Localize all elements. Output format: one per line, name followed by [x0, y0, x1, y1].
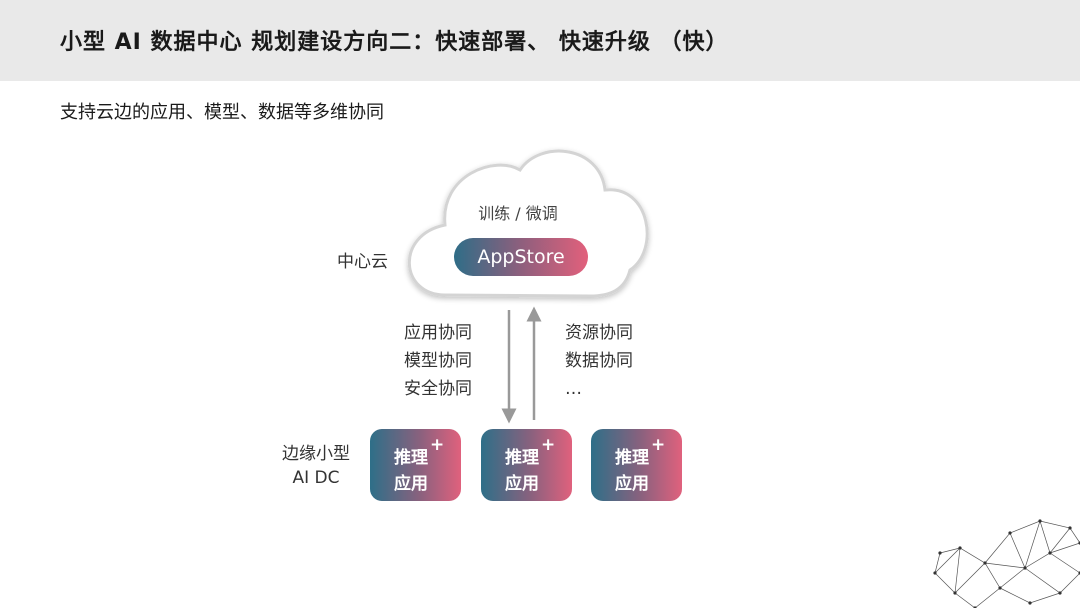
sync-item: 数据协同	[565, 351, 633, 371]
sync-item: 模型协同	[404, 351, 472, 371]
node-plus: +	[430, 435, 445, 455]
network-mesh-decoration	[933, 519, 1080, 608]
edge-node: 推理 + 应用	[481, 429, 572, 501]
page-title: 小型 AI 数据中心 规划建设方向二：快速部署、 快速升级 （快）	[60, 30, 729, 55]
edge-label-line1: 边缘小型	[282, 444, 350, 464]
cloud-label: 中心云	[337, 252, 388, 272]
sync-left-list: 应用协同 模型协同 安全协同	[404, 319, 472, 403]
node-line1: 推理	[505, 448, 539, 468]
edge-dc-label: 边缘小型 AI DC	[282, 442, 350, 490]
edge-node: 推理 + 应用	[370, 429, 461, 501]
node-line1: 推理	[615, 448, 649, 468]
node-line2: 应用	[394, 474, 428, 494]
cloud-top-text: 训练 / 微调	[478, 204, 558, 223]
appstore-pill: AppStore	[454, 238, 588, 276]
sync-item: 应用协同	[404, 323, 472, 343]
subtitle: 支持云边的应用、模型、数据等多维协同	[60, 102, 384, 123]
sync-right-list: 资源协同 数据协同 …	[565, 319, 633, 403]
sync-item: 安全协同	[404, 379, 472, 399]
edge-label-line2: AI DC	[292, 468, 340, 488]
node-line1: 推理	[394, 448, 428, 468]
sync-item: …	[565, 379, 582, 399]
edge-node: 推理 + 应用	[591, 429, 682, 501]
node-plus: +	[651, 435, 666, 455]
node-line2: 应用	[615, 474, 649, 494]
node-line2: 应用	[505, 474, 539, 494]
sync-item: 资源协同	[565, 323, 633, 343]
node-plus: +	[541, 435, 556, 455]
header-band	[0, 0, 1080, 81]
